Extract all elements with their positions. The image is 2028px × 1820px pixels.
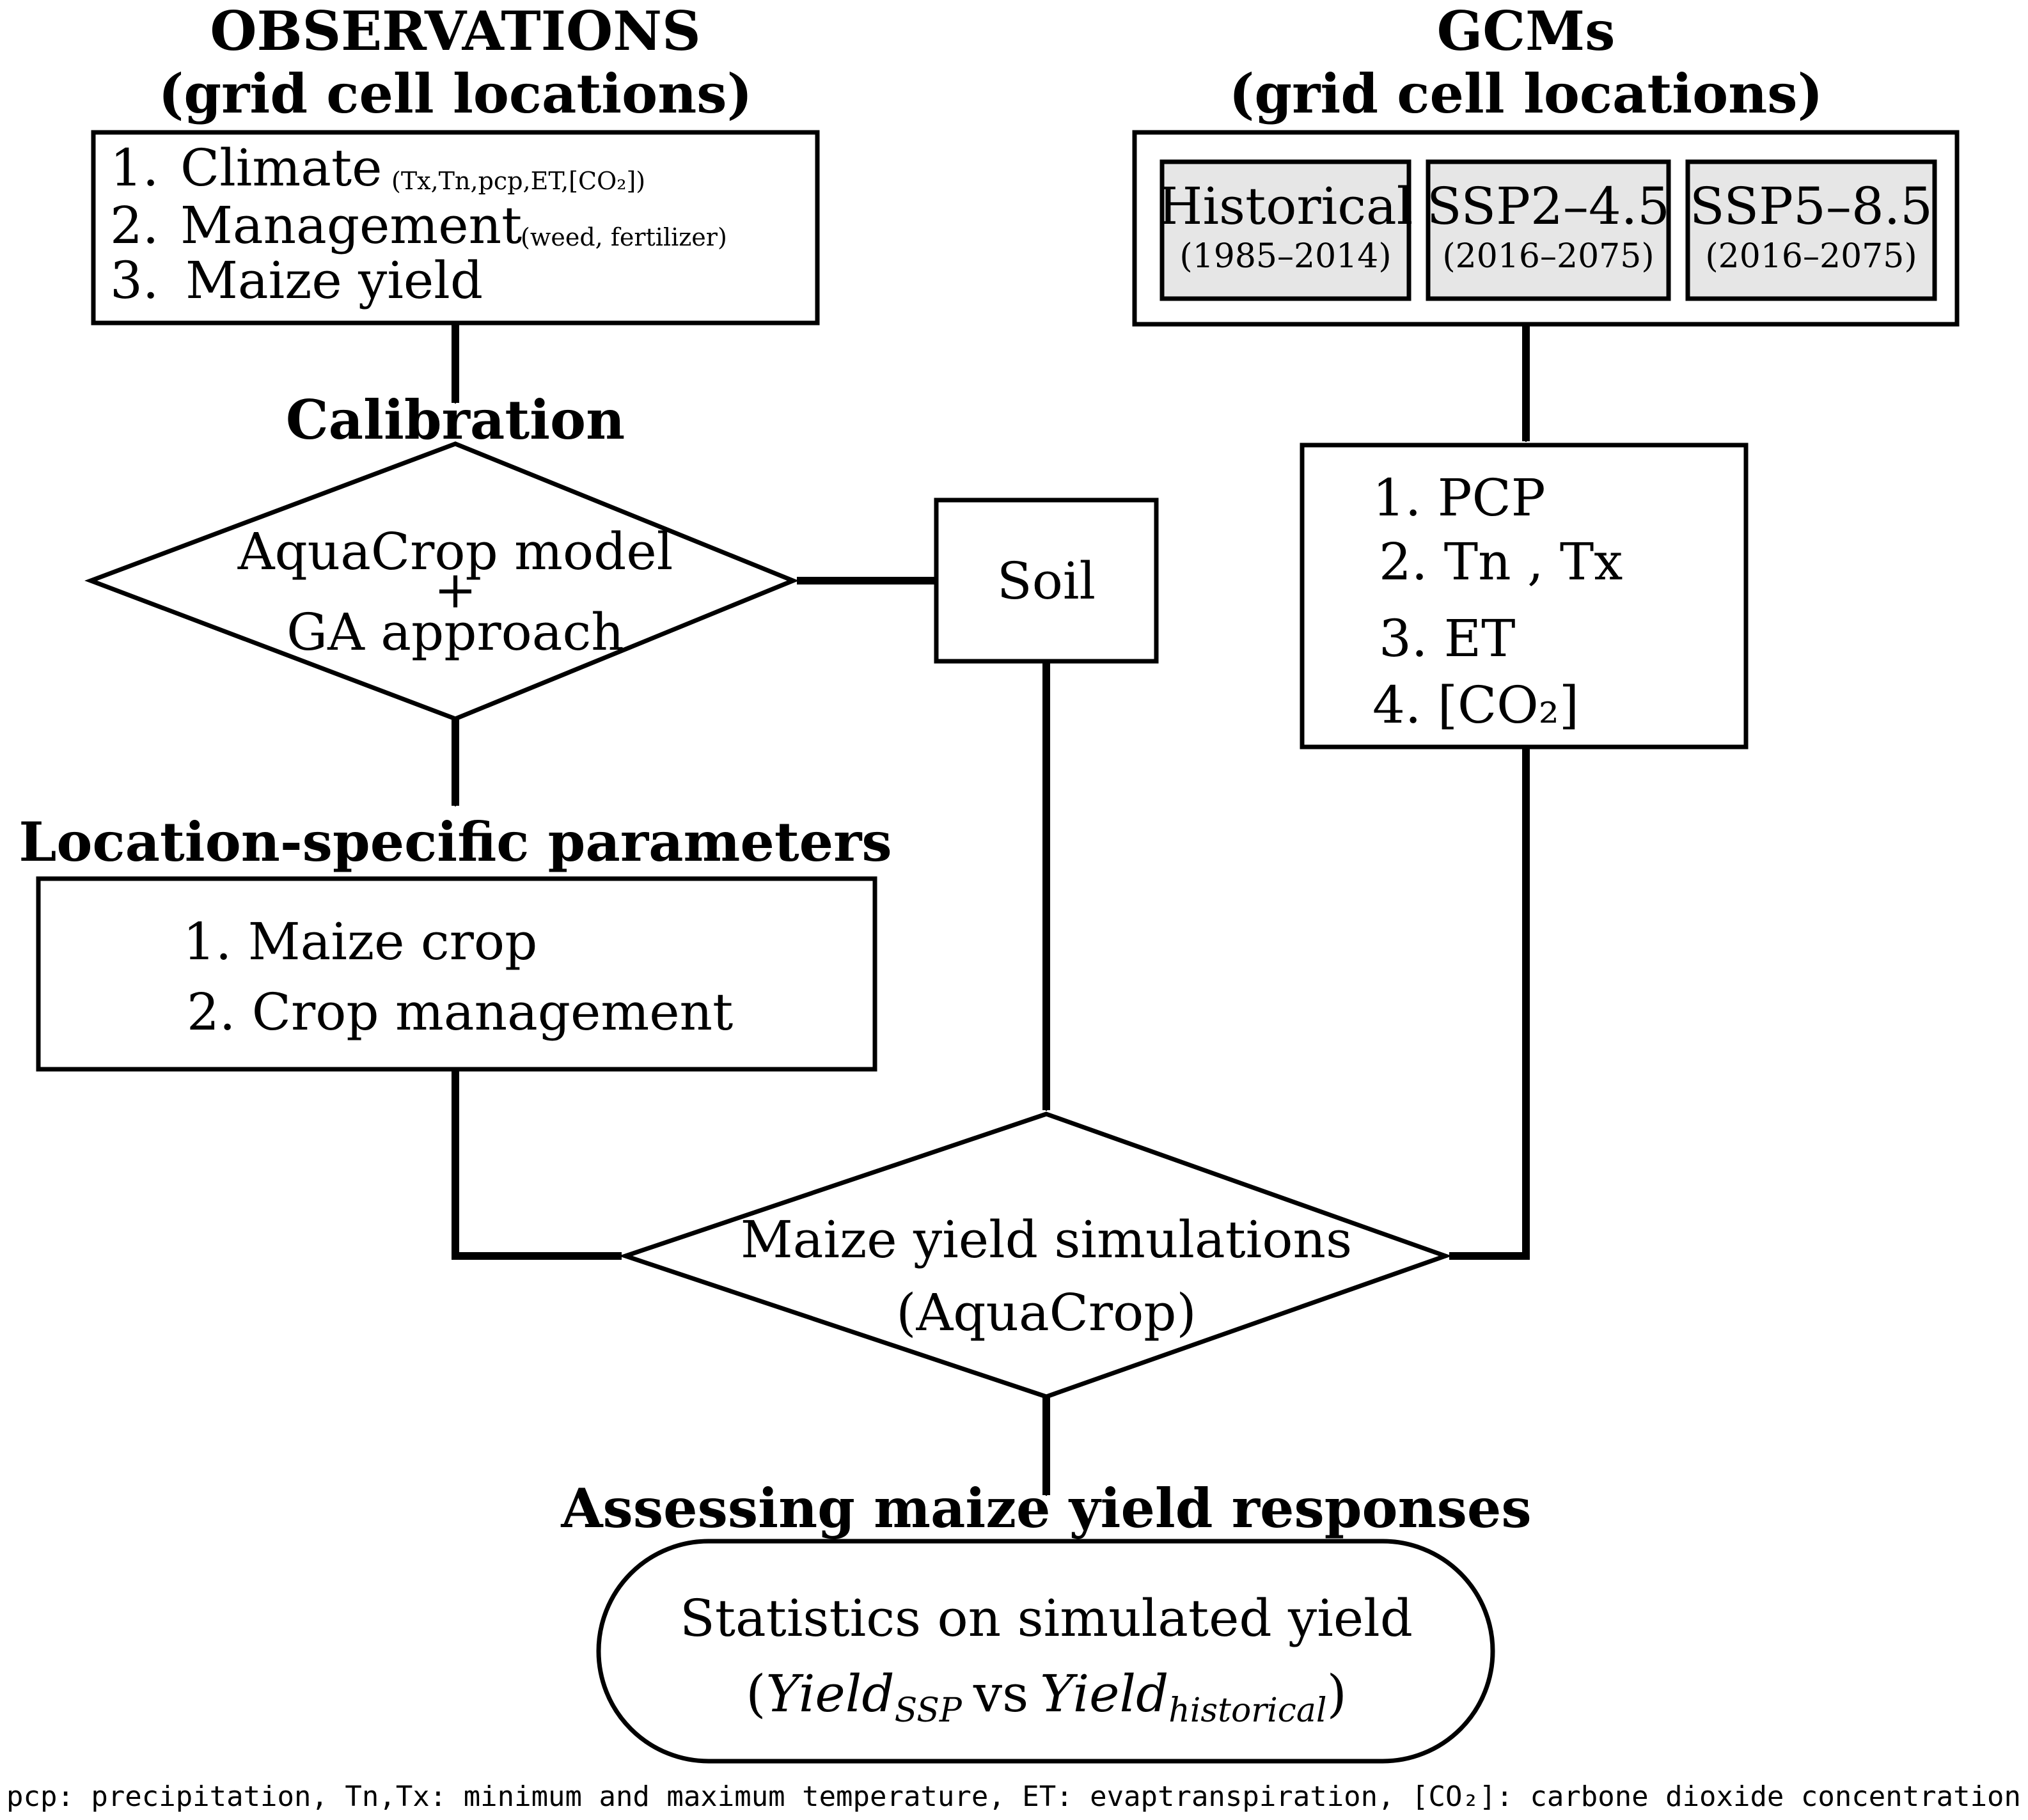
management-detail: (weed, fertilizer) — [521, 223, 727, 251]
gcms-title: GCMs — [1437, 0, 1615, 63]
assessment-terminal — [596, 1539, 1495, 1764]
observations-subtitle: (grid cell locations) — [159, 62, 753, 125]
observations-item-yield: 3. Maize yield — [110, 251, 483, 310]
scenario-period: (2016–2075) — [1442, 237, 1654, 276]
observations-item-climate: 1. Climate (Tx,Tn,pcp,ET,[CO₂]) — [110, 138, 645, 198]
gcm-variable-co2: 4. [CO₂] — [1372, 675, 1579, 735]
svg-text:Climate: Climate — [180, 138, 382, 198]
simulation-model: (AquaCrop) — [896, 1283, 1196, 1342]
calibration-plus: + — [434, 560, 476, 620]
gcms-box — [1132, 130, 1960, 327]
connectors — [452, 323, 1530, 1495]
scenario-period: (1985–2014) — [1179, 237, 1391, 276]
gcm-variable-pcp: 1. PCP — [1372, 468, 1546, 528]
arrow-parameters-to-simulation — [452, 1069, 622, 1260]
svg-text:2.: 2. — [110, 196, 159, 255]
gcm-variable-et: 3. ET — [1379, 609, 1516, 668]
parameters-item-management: 2. Crop management — [187, 982, 733, 1042]
calibration-model-label: AquaCrop model — [237, 522, 673, 581]
svg-text:Management: Management — [180, 196, 522, 255]
observations-item-management: 2. Management (weed, fertilizer) — [110, 196, 727, 255]
parameters-item-crop: 1. Maize crop — [183, 912, 537, 971]
svg-text:3.: 3. — [110, 251, 159, 310]
climate-detail: (Tx,Tn,pcp,ET,[CO₂]) — [391, 167, 645, 195]
gcm-variable-temperature: 2. Tn , Tx — [1379, 532, 1623, 592]
footnote: pcp: precipitation, Tn,Tx: minimum and m… — [6, 1780, 2021, 1813]
scenario-name: SSP5–8.5 — [1690, 177, 1933, 236]
soil-label: Soil — [997, 551, 1096, 611]
scenario-period: (2016–2075) — [1705, 237, 1917, 276]
calibration-ga-label: GA approach — [287, 602, 624, 662]
svg-text:Maize yield: Maize yield — [185, 251, 483, 310]
svg-text:1.: 1. — [110, 138, 159, 198]
gcms-subtitle: (grid cell locations) — [1229, 62, 1823, 125]
scenario-name: Historical — [1158, 177, 1413, 236]
scenario-historical: Historical (1985–2014) — [1158, 159, 1413, 301]
assessment-statistics-label: Statistics on simulated yield — [680, 1589, 1413, 1648]
scenario-name: SSP2–4.5 — [1427, 177, 1670, 236]
parameters-title: Location-specific parameters — [19, 810, 892, 874]
scenario-ssp245: SSP2–4.5 (2016–2075) — [1426, 159, 1671, 301]
scenario-ssp585: SSP5–8.5 (2016–2075) — [1685, 159, 1937, 301]
observations-title: OBSERVATIONS — [210, 0, 700, 63]
arrow-variables-to-simulation — [1449, 747, 1530, 1260]
simulation-label: Maize yield simulations — [741, 1210, 1352, 1269]
